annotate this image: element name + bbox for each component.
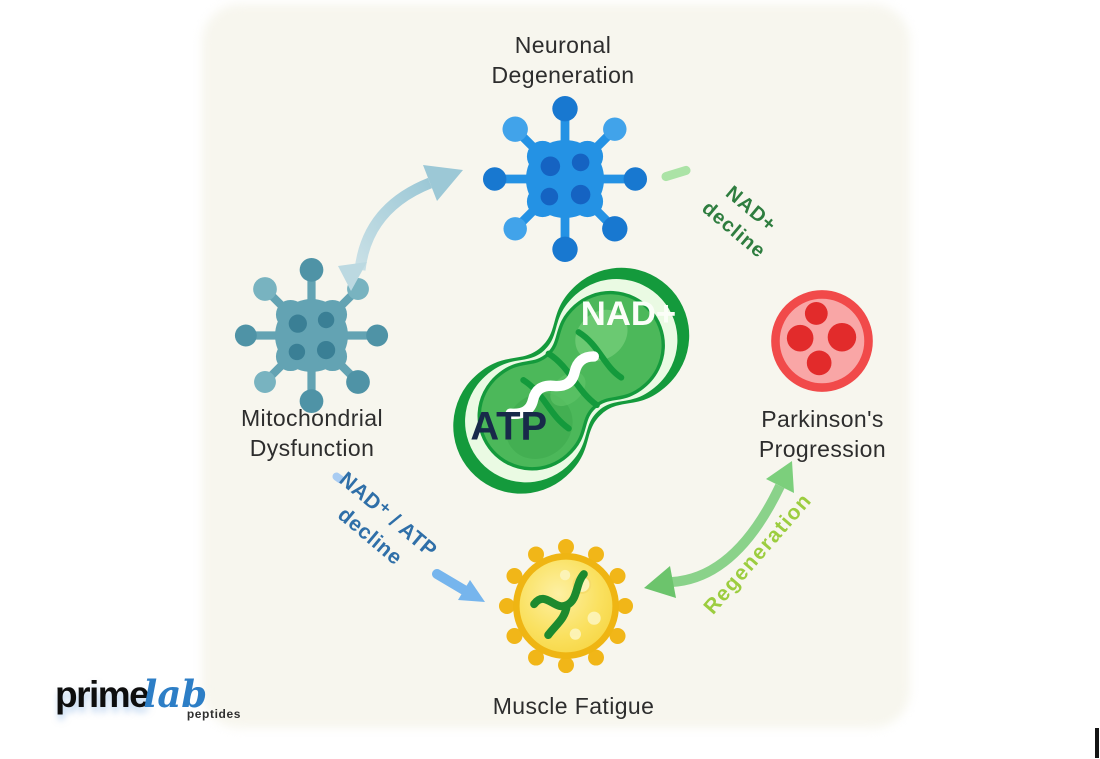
logo-prime-text: prime [55, 674, 150, 715]
mitochondrial-dysfunction-label: Mitochondrial Dysfunction [196, 403, 428, 464]
neuronal-degeneration-label: Neuronal Degeneration [443, 30, 683, 91]
arrow-tail [338, 262, 367, 291]
arrowhead [423, 165, 463, 201]
cell-squiggle [530, 570, 588, 640]
label-line: Progression [758, 436, 887, 463]
label-line: Neuronal [514, 32, 612, 58]
arrowhead [766, 461, 794, 493]
nad-center-text: NAD+ [581, 295, 676, 333]
arrowhead [458, 580, 485, 602]
logo-peptides-text: peptides [186, 707, 241, 721]
label-line: Degeneration [491, 62, 635, 89]
muscle-fatigue-label: Muscle Fatigue [456, 691, 691, 721]
neuron-icon [482, 96, 648, 262]
mitochondrion-icon: NAD+ ATP [453, 267, 690, 494]
label-line: Muscle Fatigue [492, 693, 655, 719]
arrow-blue [432, 569, 485, 602]
parkinsons-progression-label: Parkinson's Progression [705, 404, 940, 465]
arrow-regeneration-green [644, 461, 794, 598]
cell-icon [498, 538, 634, 674]
primelab-logo: primelab peptides [55, 672, 245, 721]
neuron-icon [234, 258, 389, 413]
label-line: Parkinson's [761, 406, 884, 432]
logo-lab-text: lab [143, 672, 208, 716]
dna-squiggle [505, 351, 599, 420]
screen-edge-bar [1095, 728, 1099, 758]
vesicle-icon [771, 290, 873, 392]
cell-membrane-nubs [498, 538, 634, 674]
atp-center-text: ATP [470, 405, 547, 449]
label-line: Dysfunction [249, 435, 375, 462]
arrowhead [644, 566, 676, 598]
arrow-up-pale-blue [338, 165, 463, 291]
